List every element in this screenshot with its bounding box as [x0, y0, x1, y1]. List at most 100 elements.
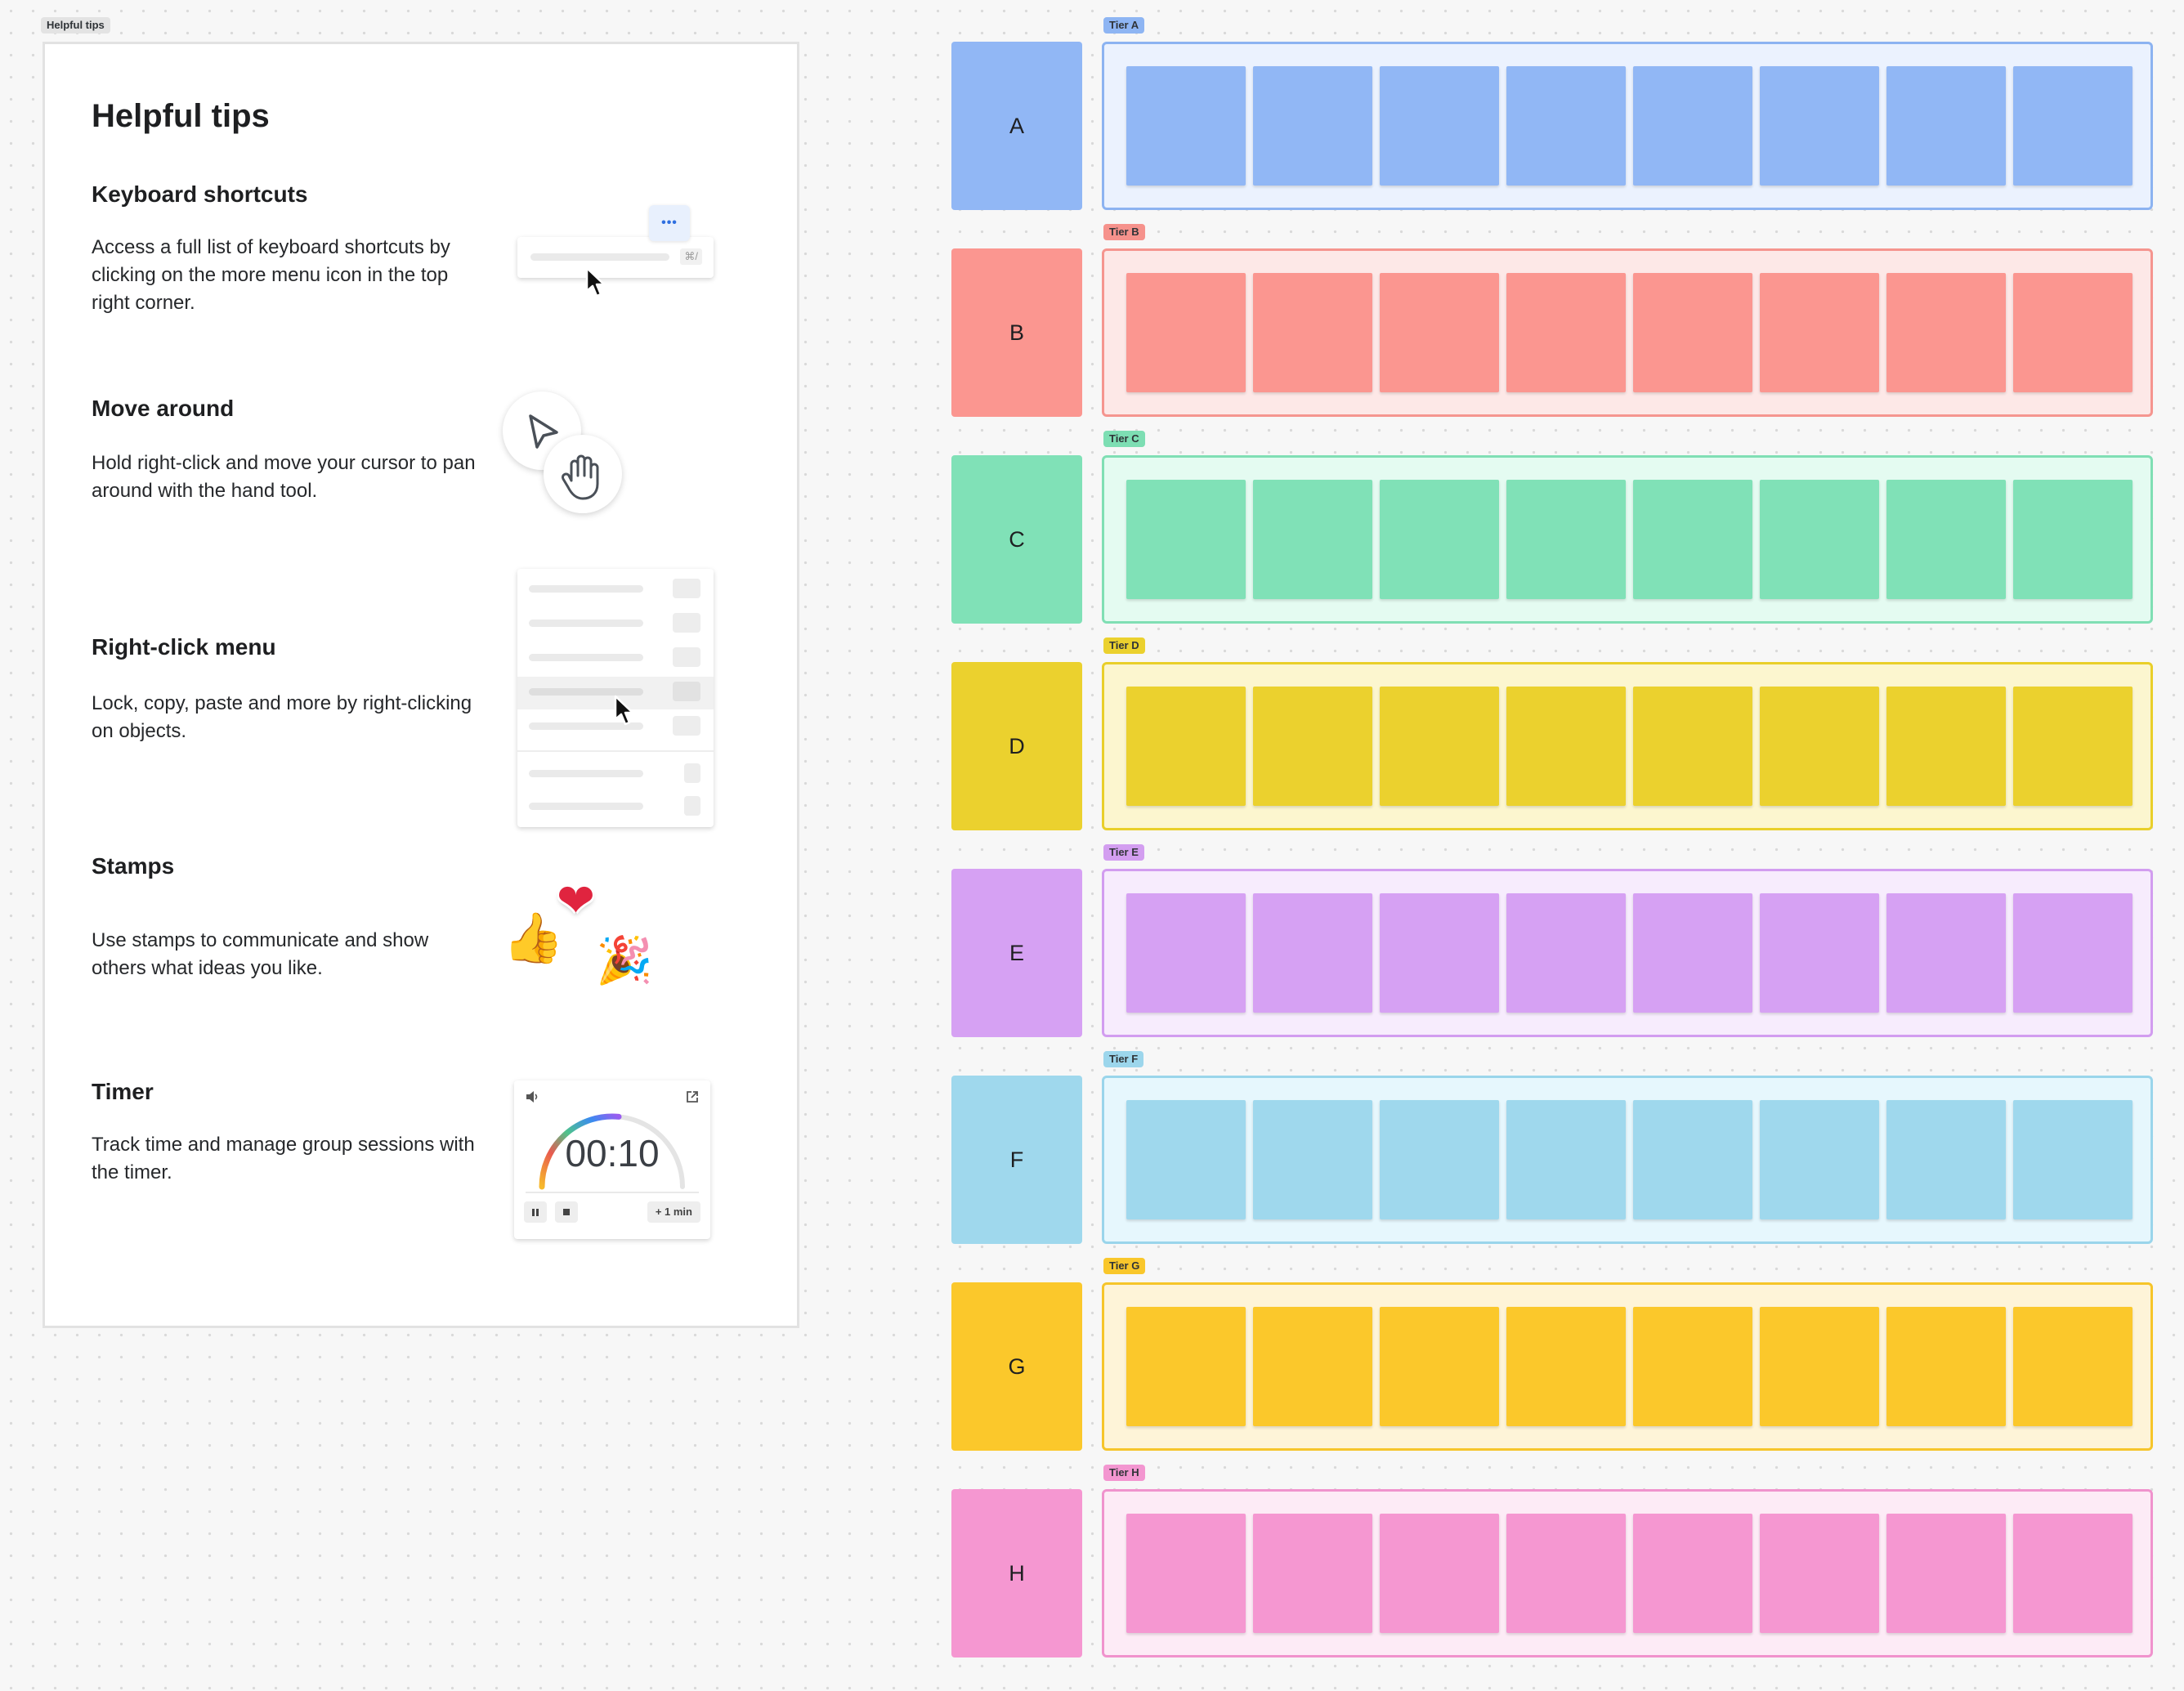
sticky-note[interactable] [1633, 1100, 1752, 1219]
sticky-note[interactable] [1760, 1307, 1879, 1426]
sticky-note[interactable] [1760, 687, 1879, 806]
sticky-note[interactable] [1506, 1307, 1626, 1426]
tier-label-h[interactable]: H [951, 1489, 1082, 1657]
sticky-note[interactable] [1633, 273, 1752, 392]
tier-row-f[interactable] [1102, 1076, 2153, 1244]
sticky-note[interactable] [1633, 480, 1752, 599]
sticky-note[interactable] [1380, 1514, 1499, 1633]
sticky-note[interactable] [1126, 1100, 1246, 1219]
sticky-note[interactable] [1126, 893, 1246, 1013]
sticky-note[interactable] [1253, 687, 1372, 806]
sticky-note[interactable] [1760, 1514, 1879, 1633]
sticky-note[interactable] [1253, 1307, 1372, 1426]
sticky-note[interactable] [1126, 66, 1246, 186]
frame-tag[interactable]: Helpful tips [41, 17, 110, 34]
tier-tag-g[interactable]: Tier G [1103, 1258, 1146, 1274]
sticky-note[interactable] [1760, 893, 1879, 1013]
sticky-note[interactable] [1380, 66, 1499, 186]
sticky-note[interactable] [1380, 480, 1499, 599]
tier-tag-c[interactable]: Tier C [1103, 431, 1145, 447]
tier-label-g[interactable]: G [951, 1282, 1082, 1451]
tier-tag-a[interactable]: Tier A [1103, 17, 1145, 34]
sticky-note[interactable] [1760, 1100, 1879, 1219]
sticky-note[interactable] [2013, 1514, 2133, 1633]
add-minute-button[interactable]: + 1 min [647, 1201, 700, 1223]
sticky-note[interactable] [2013, 893, 2133, 1013]
timer-widget: 00:10 + 1 min [514, 1080, 710, 1239]
sticky-note[interactable] [1380, 1100, 1499, 1219]
sticky-note[interactable] [1633, 687, 1752, 806]
tier-label-f[interactable]: F [951, 1076, 1082, 1244]
sticky-note[interactable] [1506, 1514, 1626, 1633]
sticky-note[interactable] [1380, 1307, 1499, 1426]
tier-tag-b[interactable]: Tier B [1103, 224, 1145, 240]
sticky-note[interactable] [1506, 1100, 1626, 1219]
tier-tag-h[interactable]: Tier H [1103, 1465, 1145, 1481]
sticky-note[interactable] [2013, 480, 2133, 599]
tier-tag-f[interactable]: Tier F [1103, 1051, 1144, 1067]
sticky-note[interactable] [1633, 66, 1752, 186]
sticky-note[interactable] [1760, 66, 1879, 186]
sticky-note[interactable] [1506, 480, 1626, 599]
tier-tag-e[interactable]: Tier E [1103, 844, 1144, 861]
sticky-note[interactable] [1380, 687, 1499, 806]
tier-label-e[interactable]: E [951, 869, 1082, 1037]
tier-row-d[interactable] [1102, 662, 2153, 830]
sticky-note[interactable] [1886, 893, 2006, 1013]
sticky-note[interactable] [1760, 480, 1879, 599]
shortcut-hint: ⌘/ [680, 248, 702, 265]
sticky-note[interactable] [1253, 273, 1372, 392]
tip-title-right-click-menu: Right-click menu [92, 634, 276, 660]
sticky-note[interactable] [1506, 273, 1626, 392]
sticky-note[interactable] [1126, 480, 1246, 599]
sticky-note[interactable] [1506, 893, 1626, 1013]
tier-row-h[interactable] [1102, 1489, 2153, 1657]
sticky-note[interactable] [1886, 1514, 2006, 1633]
timer-display: 00:10 [565, 1132, 660, 1174]
tip-title-keyboard-shortcuts: Keyboard shortcuts [92, 181, 308, 207]
tier-row-a[interactable] [1102, 42, 2153, 210]
sticky-note[interactable] [1380, 893, 1499, 1013]
tier-label-c[interactable]: C [951, 455, 1082, 624]
tier-tag-d[interactable]: Tier D [1103, 637, 1145, 654]
sticky-note[interactable] [1253, 1514, 1372, 1633]
sticky-note[interactable] [2013, 273, 2133, 392]
tier-row-g[interactable] [1102, 1282, 2153, 1451]
sticky-note[interactable] [1253, 66, 1372, 186]
sticky-note[interactable] [1506, 66, 1626, 186]
sticky-note[interactable] [2013, 1100, 2133, 1219]
sticky-note[interactable] [1633, 893, 1752, 1013]
sticky-note[interactable] [1886, 480, 2006, 599]
stop-button[interactable] [555, 1201, 578, 1223]
tier-label-b[interactable]: B [951, 248, 1082, 417]
sticky-note[interactable] [1506, 687, 1626, 806]
pause-button[interactable] [524, 1201, 547, 1223]
pop-out-icon [687, 1091, 698, 1103]
sticky-note[interactable] [1886, 1100, 2006, 1219]
tier-label-d[interactable]: D [951, 662, 1082, 830]
sticky-note[interactable] [1886, 1307, 2006, 1426]
sticky-note[interactable] [1760, 273, 1879, 392]
sticky-note[interactable] [1126, 1514, 1246, 1633]
tier-row-b[interactable] [1102, 248, 2153, 417]
sticky-note[interactable] [2013, 687, 2133, 806]
sticky-note[interactable] [1126, 687, 1246, 806]
speaker-icon [526, 1091, 538, 1103]
sticky-note[interactable] [1126, 1307, 1246, 1426]
tier-row-c[interactable] [1102, 455, 2153, 624]
tier-label-a[interactable]: A [951, 42, 1082, 210]
sticky-note[interactable] [1253, 1100, 1372, 1219]
sticky-note[interactable] [1886, 273, 2006, 392]
thumbs-up-stamp-icon: 👍 [503, 910, 564, 967]
tier-row-e[interactable] [1102, 869, 2153, 1037]
sticky-note[interactable] [2013, 66, 2133, 186]
sticky-note[interactable] [1886, 66, 2006, 186]
sticky-note[interactable] [1633, 1307, 1752, 1426]
sticky-note[interactable] [1253, 480, 1372, 599]
sticky-note[interactable] [1633, 1514, 1752, 1633]
sticky-note[interactable] [1886, 687, 2006, 806]
sticky-note[interactable] [1126, 273, 1246, 392]
sticky-note[interactable] [1253, 893, 1372, 1013]
sticky-note[interactable] [1380, 273, 1499, 392]
sticky-note[interactable] [2013, 1307, 2133, 1426]
